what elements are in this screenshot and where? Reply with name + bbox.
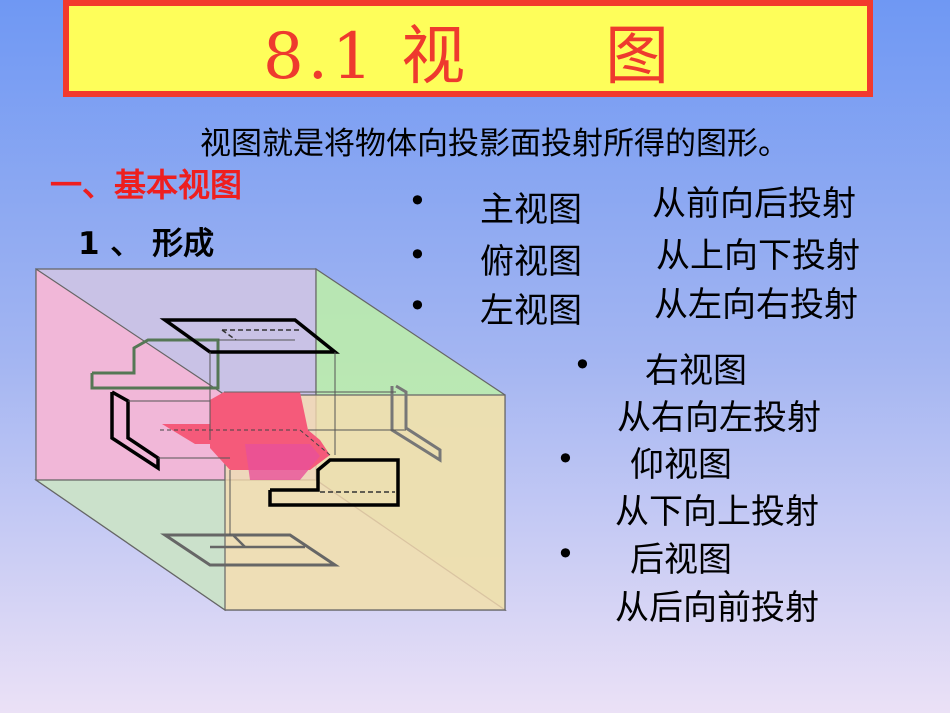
section-heading: 一、基本视图 (50, 166, 243, 204)
object-side-face (245, 444, 320, 480)
view-name-back: 后视图 (630, 540, 732, 580)
sub-heading: 1 、 形成 (78, 226, 215, 262)
projector-lines (128, 339, 406, 535)
view-name-right: 右视图 (645, 351, 747, 391)
intro-text: 视图就是将物体向投影面投射所得的图形。 (200, 126, 789, 162)
object-edge-lines (160, 429, 331, 456)
bullet-icon: • (573, 346, 592, 384)
bottom-view-line (232, 534, 246, 548)
view-name-front: 主视图 (480, 190, 582, 230)
view-name-top: 俯视图 (480, 242, 582, 282)
view-name-left: 左视图 (480, 291, 582, 331)
slide-title: 8.1 视 图 (262, 19, 674, 94)
view-name-bottom: 仰视图 (630, 445, 732, 485)
bullet-icon: • (556, 535, 575, 573)
view-direction-right: 从右向左投射 (617, 398, 821, 438)
view-direction-back: 从后向前投射 (615, 588, 819, 628)
bullet-icon: • (408, 287, 427, 325)
front-view-outline (268, 458, 400, 507)
bullet-icon: • (556, 440, 575, 478)
view-direction-front: 从前向后投射 (652, 184, 856, 224)
view-direction-bottom: 从下向上投射 (615, 492, 819, 532)
title-banner: 8.1 视 图 (63, 0, 873, 97)
view-direction-top: 从上向下投射 (656, 236, 860, 276)
view-direction-left: 从左向右投射 (654, 285, 858, 325)
bullet-icon: • (408, 182, 427, 220)
bullet-icon: • (408, 236, 427, 274)
bottom-view-outline (160, 533, 340, 567)
